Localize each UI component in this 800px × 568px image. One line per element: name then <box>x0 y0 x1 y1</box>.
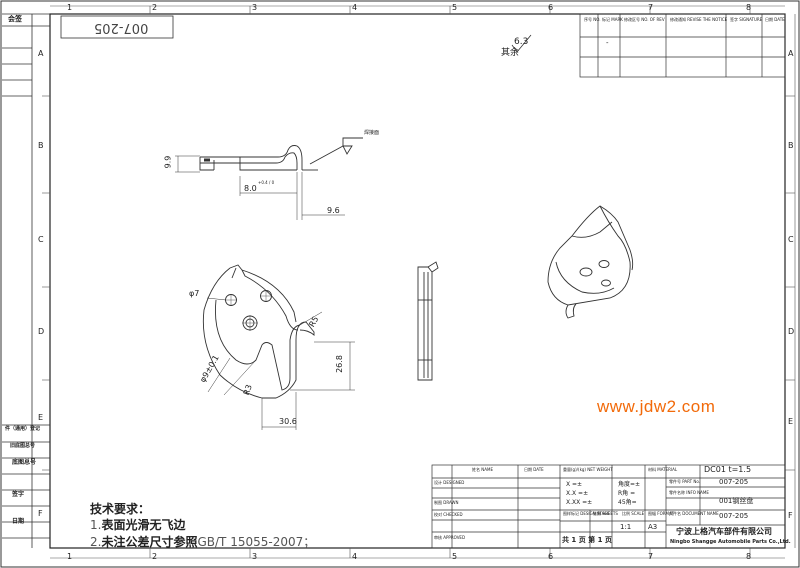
dim-30-6: 30.6 <box>279 417 297 426</box>
tb-format-label: 图幅 FORMAT <box>648 511 674 516</box>
tb-tolerance: X =± <box>566 481 583 488</box>
tb-angle: 角度=± <box>618 481 641 488</box>
countersign-label: 会签 <box>8 15 22 23</box>
rev-header: 修改通知 REVISE THE NOTICE <box>670 17 728 22</box>
edge-view <box>417 261 439 381</box>
col-label: 6 <box>548 552 554 561</box>
tb-weight-header: 重量(g)/(kg) NET WEIGHT <box>563 467 613 472</box>
col-label: 6 <box>548 3 554 12</box>
zone-ticks <box>42 5 796 559</box>
col-label: 7 <box>648 3 654 12</box>
tb-angle: 45角= <box>618 499 637 506</box>
col-label: 2 <box>152 3 158 12</box>
title-block-lines <box>431 464 786 549</box>
rev-header: 日期 DATE <box>765 17 785 22</box>
watermark-url: www.jdw2.com <box>597 397 716 416</box>
rev-cell: - <box>606 39 609 47</box>
col-label: 8 <box>746 3 752 12</box>
left-strip-lines <box>2 13 50 548</box>
inner-frame <box>49 13 786 549</box>
drawing-no-frame <box>60 15 174 39</box>
strip-field: 件（通用）登记 <box>5 426 41 432</box>
tb-part-name-label: 零件名称 INFO NAME <box>669 490 709 495</box>
row-label: F <box>788 511 793 520</box>
tb-role: 制图 DRAWN <box>434 500 459 505</box>
row-label: C <box>788 235 794 244</box>
roughness-rest-label: 其余 <box>501 48 520 58</box>
row-label: F <box>38 509 43 518</box>
rev-header: 签字 SIGNATURE <box>730 17 763 22</box>
strip-field: 签字 <box>12 491 25 498</box>
tech-requirement-item: 2.未注公差尺寸参照GB/T 15055-2007； <box>90 535 316 549</box>
front-view <box>202 264 355 430</box>
tb-format-value: A3 <box>648 523 658 531</box>
revision-table-lines <box>579 13 786 78</box>
isometric-view <box>547 205 634 319</box>
tb-sheets-label: 张数 SHEETS <box>593 511 618 516</box>
row-label: A <box>788 49 794 58</box>
col-label: 4 <box>352 552 358 561</box>
tb-angle: R角 = <box>618 490 636 497</box>
col-label: 5 <box>452 552 458 561</box>
dim-9-9: 9.9 <box>163 155 173 169</box>
tech-requirements-title: 技术要求： <box>90 502 151 516</box>
dim-9-6: 9.6 <box>327 206 340 215</box>
tb-tolerance: X.XX =± <box>566 499 593 506</box>
dim-26-8: 26.8 <box>334 355 344 373</box>
col-label: 3 <box>252 3 258 12</box>
col-label: 3 <box>252 552 258 561</box>
tech-requirement-item: 1.表面光滑无飞边 <box>90 518 186 532</box>
tb-company-cn: 宁波上格汽车部件有限公司 <box>676 527 772 536</box>
tb-sheets-text: 共 1 页 第 1 页 <box>562 536 612 544</box>
row-label: B <box>788 141 794 150</box>
drawing-number-rotated: 007-205 <box>94 20 149 35</box>
strip-field: 日期 <box>12 518 25 525</box>
rev-header: 序号 NO. <box>584 17 601 22</box>
row-label: A <box>38 49 44 58</box>
strip-field: 底图总号 <box>12 459 37 466</box>
tb-material-value: DC01 t=1.5 <box>704 465 752 474</box>
roughness-symbol <box>511 34 532 53</box>
tb-part-no-label: 零件号 PART No. <box>669 479 701 484</box>
col-label: 2 <box>152 552 158 561</box>
tb-name-header: 姓名 NAME <box>472 467 493 472</box>
dim-8-0-tolerance: +0.4 / 0 <box>258 180 275 185</box>
dim-phi7: φ7 <box>189 289 200 298</box>
tb-role: 校对 CHECKED <box>434 512 463 517</box>
tb-part-no-value: 007-205 <box>719 478 749 486</box>
tb-doc-value: 007-205 <box>719 512 749 520</box>
dim-8-0: 8.0 <box>244 184 257 193</box>
col-label: 5 <box>452 3 458 12</box>
row-label: D <box>788 327 795 336</box>
tb-material-header: 材料 MATERIAL <box>648 467 678 472</box>
rev-header: 修改区号 NO. OF REV <box>624 17 665 22</box>
col-label: 7 <box>648 552 654 561</box>
row-label: E <box>38 413 44 422</box>
tb-company-en: Ningbo Shangge Automobile Parts Co.,Ltd. <box>670 539 791 545</box>
col-label: 8 <box>746 552 752 561</box>
rev-header: 标记 MARK <box>602 17 623 22</box>
tb-tolerance: X.X =± <box>566 490 589 497</box>
col-label: 4 <box>352 3 358 12</box>
tb-doc-label: 文件名 DOCUMENT NAME <box>669 511 719 516</box>
row-label: E <box>788 417 794 426</box>
tb-role: 审核 APPROVED <box>434 535 466 540</box>
tb-part-name-value: 001钢丝盘 <box>719 497 754 505</box>
row-label: D <box>38 327 45 336</box>
col-label: 1 <box>67 3 73 12</box>
roughness-value: 6.3 <box>514 37 529 47</box>
tb-role: 设计 DESIGNED <box>434 480 465 485</box>
tb-scale-value: 1:1 <box>620 523 632 531</box>
side-section-view <box>175 137 363 220</box>
weld-note: 焊接面 <box>364 130 380 136</box>
tb-scale-label: 比例 SCALE <box>622 511 645 516</box>
tb-stage-label: 图样标记 DESIGN STAGE <box>563 511 610 516</box>
row-label: B <box>38 141 44 150</box>
row-label: C <box>38 235 44 244</box>
tb-date-header: 日期 DATE <box>524 467 544 472</box>
col-label: 1 <box>67 552 73 561</box>
strip-field: 旧底图总号 <box>10 443 36 449</box>
